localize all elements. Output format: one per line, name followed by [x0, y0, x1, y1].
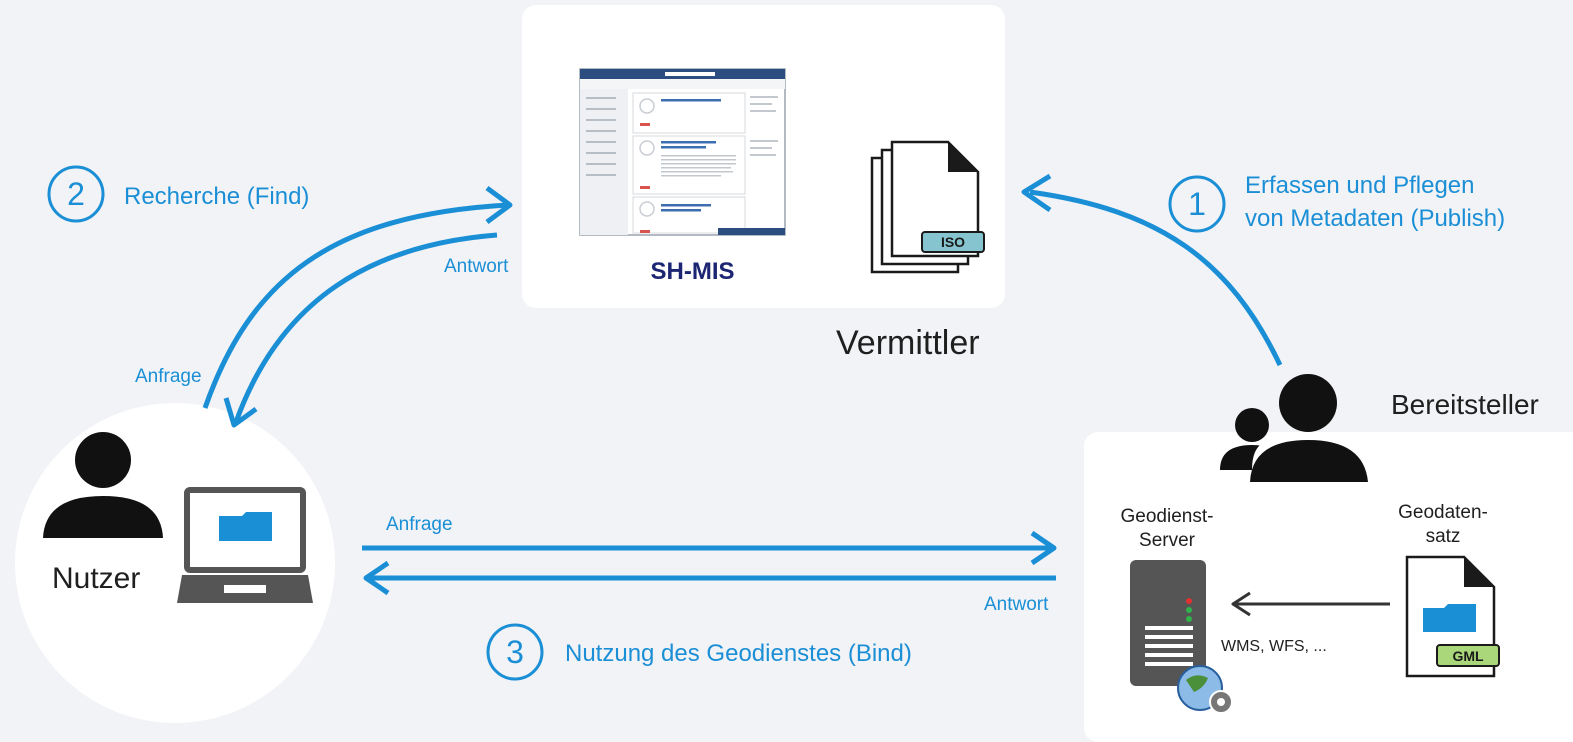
step-3-number: 3 [506, 634, 524, 670]
services-label: WMS, WFS, ... [1221, 638, 1327, 655]
step-1-label-line2: von Metadaten (Publish) [1245, 205, 1506, 232]
find-response-arrowhead [223, 397, 258, 428]
step-2-label: Recherche (Find) [124, 183, 310, 210]
server-label-line1: Geodienst- [1120, 506, 1214, 527]
user-role-label: Nutzer [52, 562, 141, 595]
bind-response-label: Antwort [984, 594, 1049, 615]
dataset-doc-icon [1405, 555, 1500, 678]
bind-response-arrowhead [363, 560, 390, 596]
server-label-line2: Server [1139, 530, 1195, 551]
catalog-screenshot [579, 68, 786, 236]
catalog-name: SH-MIS [650, 258, 735, 285]
dataset-label-line1: Geodaten- [1398, 502, 1488, 523]
dataset-to-server-arrowhead [1231, 591, 1251, 617]
gml-badge: GML [1452, 648, 1484, 664]
step-2-number: 2 [67, 176, 85, 212]
step-3-label: Nutzung des Geodienstes (Bind) [565, 640, 912, 667]
dataset-label-line2: satz [1425, 526, 1461, 547]
find-request-arrow [202, 202, 509, 409]
find-request-arrowhead [485, 185, 513, 225]
broker-role-label: Vermittler [836, 324, 980, 362]
step-1-circle [1168, 175, 1226, 233]
provider-group-icon [1220, 374, 1368, 482]
laptop-icon [177, 487, 313, 603]
user-person-icon [43, 432, 163, 538]
find-response-arrow [233, 232, 498, 423]
metadata-doc-stack [870, 140, 985, 274]
bind-request-label: Anfrage [386, 514, 453, 535]
publish-arrowhead [1021, 173, 1052, 213]
find-request-label: Anfrage [135, 366, 202, 387]
find-response-label: Antwort [444, 256, 509, 277]
step-1-label-line1: Erfassen und Pflegen [1245, 172, 1475, 199]
server-icon [1130, 560, 1233, 714]
provider-role-label: Bereitsteller [1391, 389, 1539, 420]
iso-badge: ISO [940, 234, 966, 250]
step-3-circle [486, 623, 544, 681]
bind-request-arrowhead [1030, 530, 1057, 566]
publish-arrow [1029, 189, 1283, 367]
step-1-number: 1 [1188, 186, 1206, 222]
step-2-circle [47, 165, 105, 223]
